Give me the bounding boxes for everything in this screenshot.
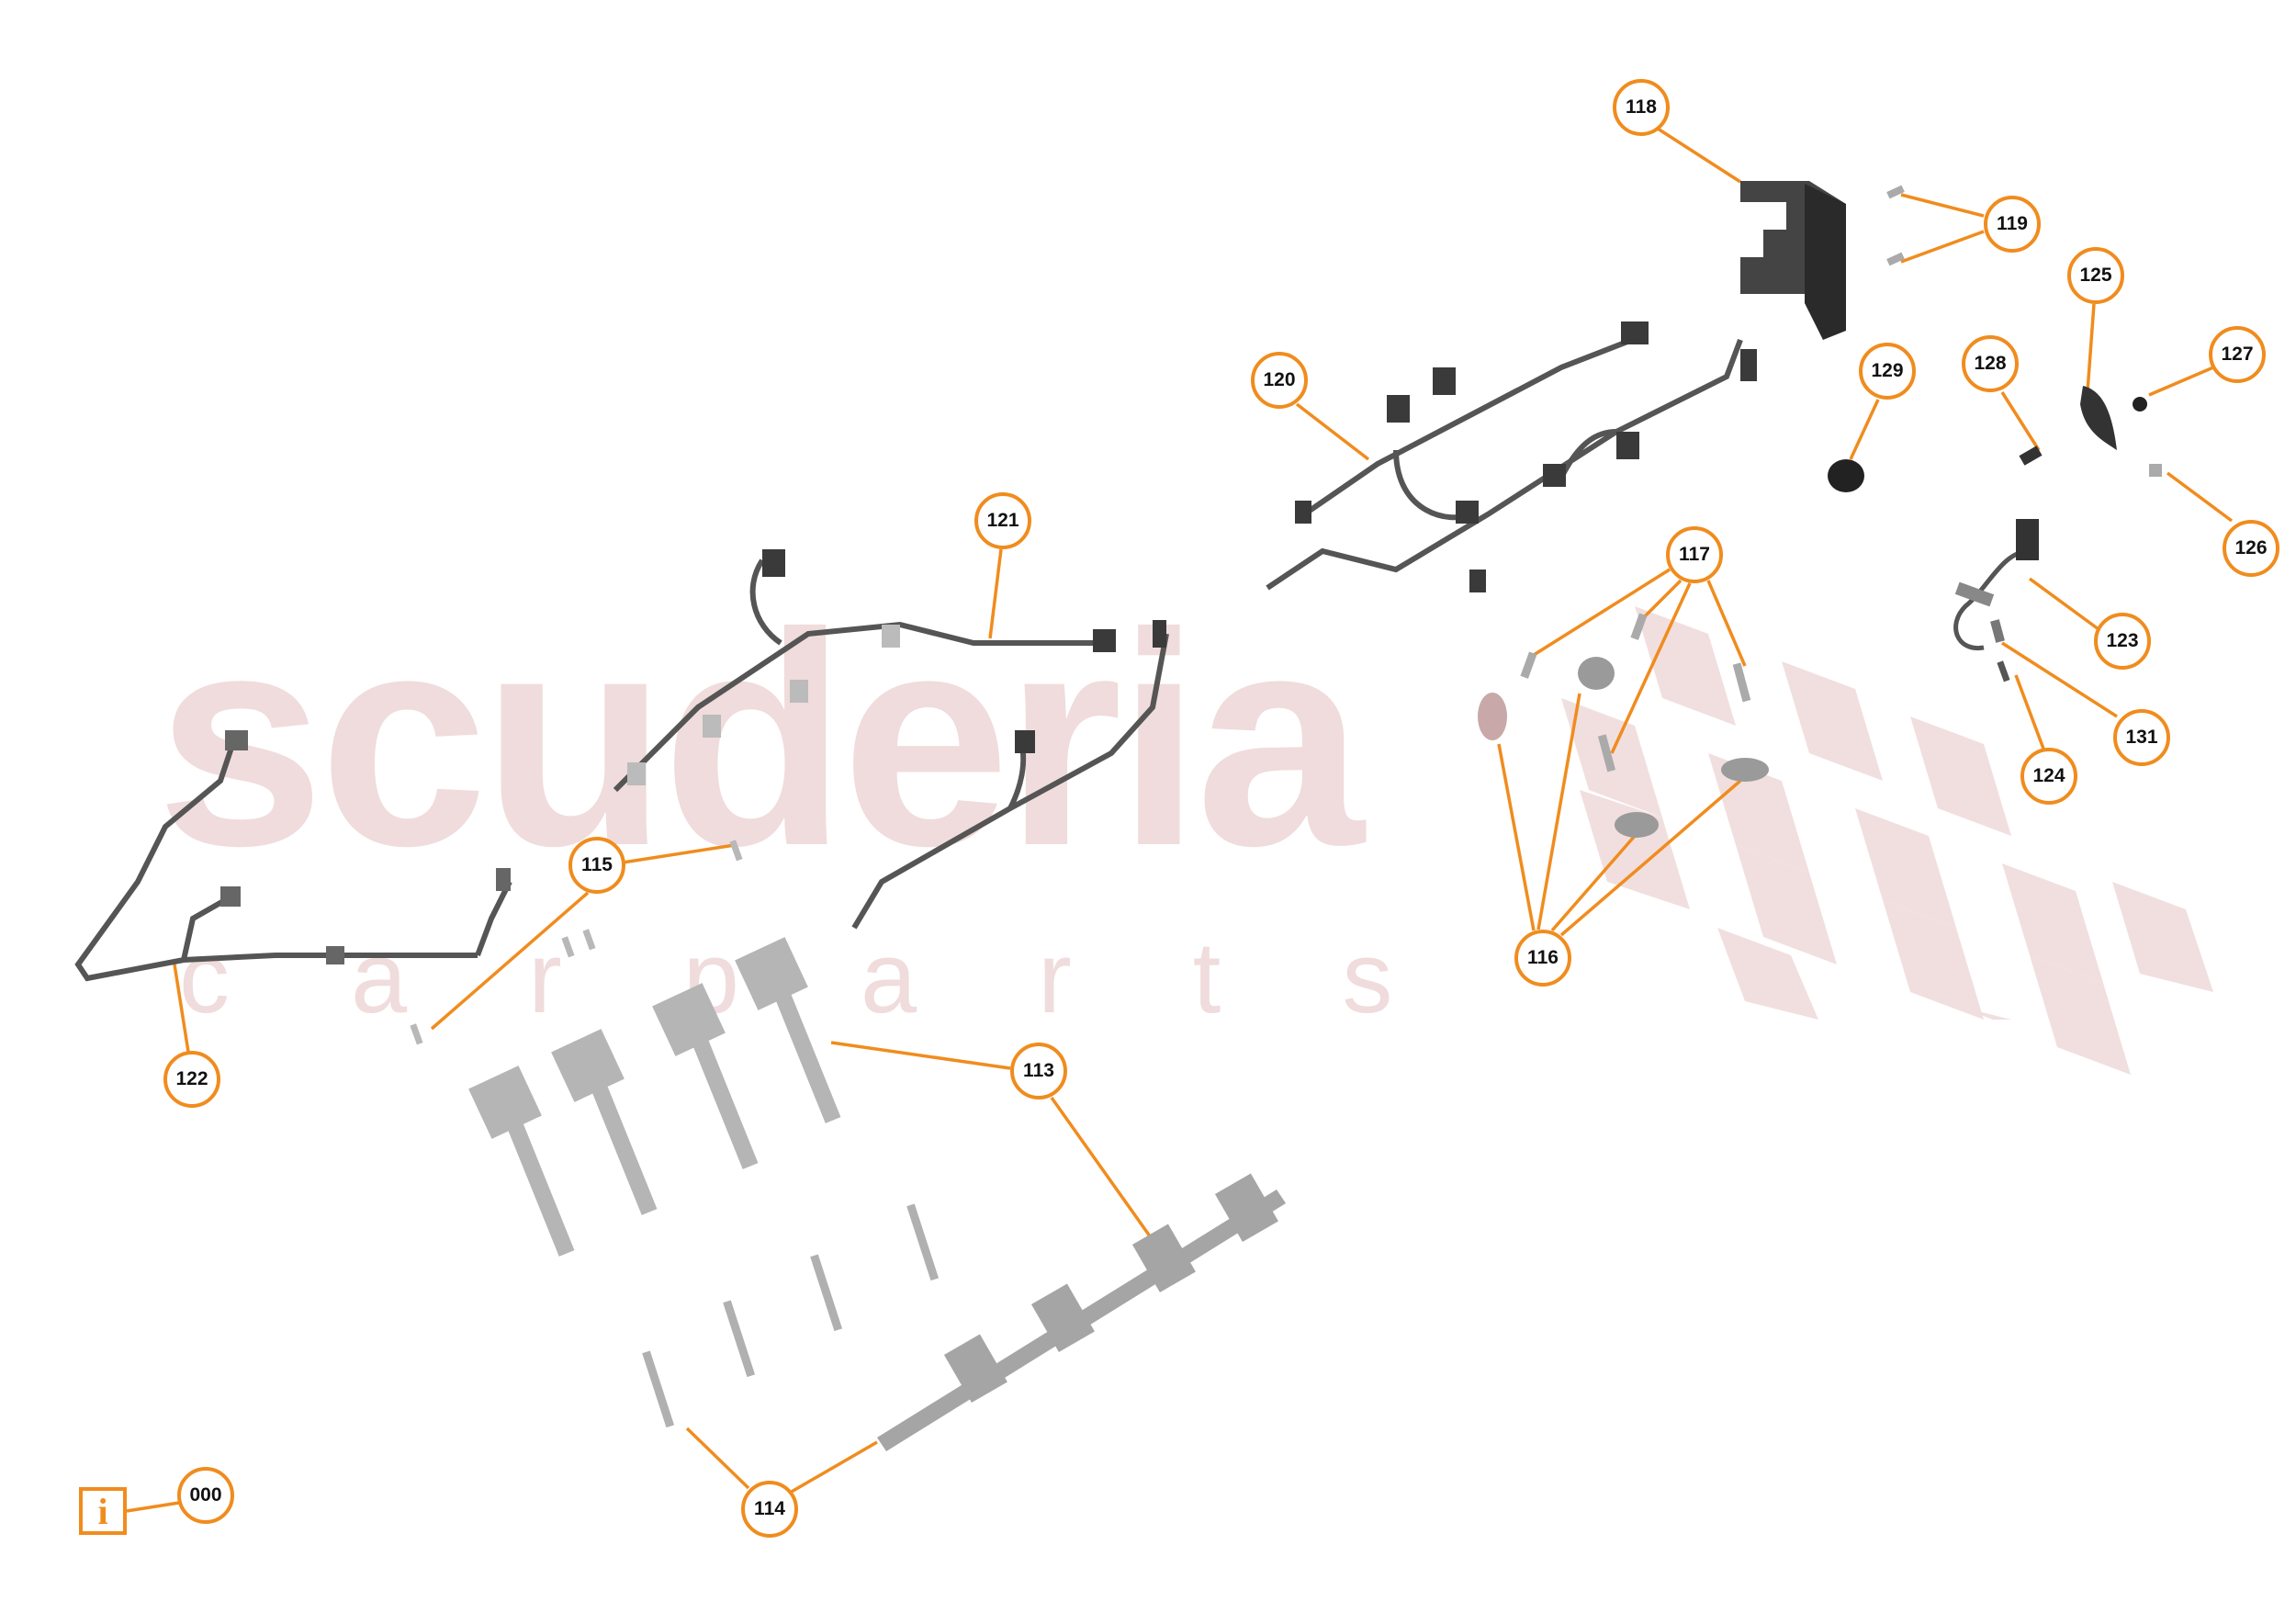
coil-rail-114 <box>877 1173 1286 1451</box>
callout-126[interactable]: 126 <box>2223 520 2279 577</box>
shim-131 <box>1990 619 2005 643</box>
callout-118[interactable]: 118 <box>1613 79 1670 136</box>
nut-127 <box>2133 397 2147 412</box>
connectors-121-light <box>627 625 900 785</box>
callout-121[interactable]: 121 <box>974 492 1031 549</box>
clip-126 <box>2149 464 2162 477</box>
callout-116[interactable]: 116 <box>1514 930 1571 987</box>
bolts-119 <box>1886 185 1905 266</box>
connectors-122 <box>220 730 511 964</box>
connectors-120 <box>1295 321 1757 592</box>
callout-113[interactable]: 113 <box>1010 1043 1067 1100</box>
callout-120[interactable]: 120 <box>1251 352 1308 409</box>
knock-sensors-116 <box>1478 657 1769 838</box>
mounting-bracket <box>1740 181 1846 340</box>
leader-lines <box>126 127 2234 1513</box>
ignition-coils-113 <box>468 937 841 1257</box>
callout-117[interactable]: 117 <box>1666 526 1723 583</box>
spark-plugs-114 <box>642 1203 940 1428</box>
callout-127[interactable]: 127 <box>2209 326 2266 383</box>
callout-129[interactable]: 129 <box>1859 343 1916 400</box>
callout-123[interactable]: 123 <box>2094 613 2151 670</box>
callout-124[interactable]: 124 <box>2020 748 2077 805</box>
callout-000[interactable]: 000 <box>177 1467 234 1524</box>
callout-128[interactable]: 128 <box>1962 335 2019 392</box>
bolts-115 <box>410 840 743 1045</box>
callout-115[interactable]: 115 <box>568 837 625 894</box>
checkered-flag-watermark <box>1561 606 2213 1075</box>
callout-131[interactable]: 131 <box>2113 709 2170 766</box>
harness-120 <box>1266 333 1743 591</box>
bolt-124 <box>1997 660 2010 682</box>
callout-122[interactable]: 122 <box>163 1051 220 1108</box>
callout-114[interactable]: 114 <box>741 1481 798 1538</box>
plate-125 <box>2080 386 2117 450</box>
callout-125[interactable]: 125 <box>2067 247 2124 304</box>
harness-122 <box>74 739 512 982</box>
sensor-128 <box>2019 445 2043 466</box>
sensor-connector-123 <box>2016 519 2039 560</box>
info-icon[interactable]: i <box>79 1487 127 1535</box>
sensor-123 <box>1953 548 2031 650</box>
callout-119[interactable]: 119 <box>1984 196 2041 253</box>
bolts-117 <box>1520 613 1751 773</box>
harness-121 <box>613 558 1169 930</box>
part-129 <box>1828 459 1864 492</box>
connectors-121 <box>762 549 1166 753</box>
